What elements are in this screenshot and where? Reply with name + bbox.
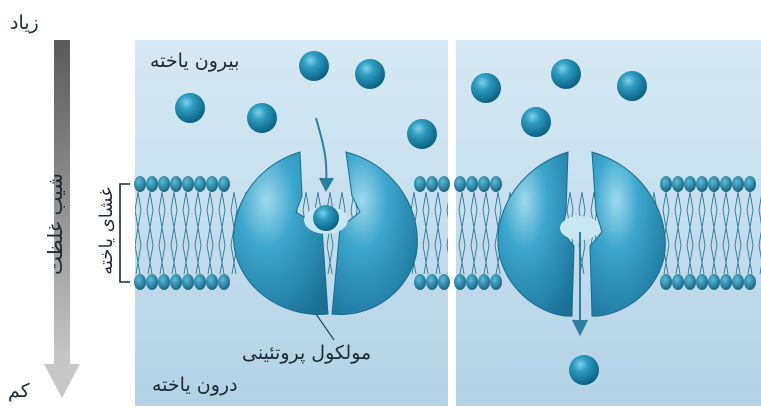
phospholipid-head bbox=[426, 274, 438, 290]
phospholipid-head bbox=[158, 176, 170, 192]
phospholipid-head bbox=[206, 176, 218, 192]
phospholipid-head bbox=[194, 274, 206, 290]
phospholipid-head bbox=[134, 176, 146, 192]
low-label: کم bbox=[8, 382, 30, 401]
molecule-in-channel bbox=[313, 205, 339, 231]
phospholipid-head bbox=[182, 176, 194, 192]
phospholipid-head bbox=[708, 274, 720, 290]
phospholipid-head bbox=[426, 176, 438, 192]
cell-membrane-label: غشای یاخته bbox=[98, 171, 116, 291]
phospholipid-head bbox=[478, 176, 490, 192]
phospholipid-head bbox=[684, 274, 696, 290]
phospholipid-head bbox=[490, 274, 502, 290]
phospholipid-head bbox=[720, 176, 732, 192]
phospholipid-head bbox=[170, 274, 182, 290]
phospholipid-head bbox=[744, 176, 756, 192]
molecule bbox=[407, 119, 437, 149]
phospholipid-head bbox=[478, 274, 490, 290]
molecule bbox=[299, 51, 329, 81]
molecule bbox=[247, 103, 277, 133]
phospholipid-head bbox=[684, 176, 696, 192]
phospholipid-head bbox=[720, 274, 732, 290]
outside-cell-label: بیرون یاخته bbox=[150, 52, 239, 71]
phospholipid-head bbox=[696, 274, 708, 290]
phospholipid-head bbox=[438, 274, 450, 290]
phospholipid-head bbox=[744, 274, 756, 290]
membrane-bracket bbox=[120, 184, 130, 282]
high-label: زیاد bbox=[10, 14, 39, 33]
concentration-gradient-label: شیب غلظت bbox=[45, 144, 65, 304]
molecule bbox=[617, 71, 647, 101]
phospholipid-head bbox=[672, 274, 684, 290]
phospholipid-head bbox=[660, 274, 672, 290]
phospholipid-head bbox=[454, 176, 466, 192]
protein-molecule-label: مولکول پروتئینی bbox=[242, 344, 371, 363]
phospholipid-head bbox=[182, 274, 194, 290]
phospholipid-head bbox=[170, 176, 182, 192]
molecule bbox=[355, 59, 385, 89]
molecule bbox=[551, 59, 581, 89]
phospholipid-head bbox=[218, 274, 230, 290]
phospholipid-head bbox=[696, 176, 708, 192]
phospholipid-head bbox=[158, 274, 170, 290]
phospholipid-head bbox=[194, 176, 206, 192]
phospholipid-head bbox=[454, 274, 466, 290]
molecule bbox=[521, 107, 551, 137]
molecule bbox=[569, 355, 599, 385]
phospholipid-head bbox=[660, 176, 672, 192]
phospholipid-head bbox=[438, 176, 450, 192]
phospholipid-head bbox=[134, 274, 146, 290]
phospholipid-head bbox=[218, 176, 230, 192]
molecule bbox=[175, 93, 205, 123]
phospholipid-head bbox=[466, 274, 478, 290]
phospholipid-head bbox=[732, 274, 744, 290]
phospholipid-head bbox=[708, 176, 720, 192]
phospholipid-head bbox=[146, 176, 158, 192]
phospholipid-head bbox=[466, 176, 478, 192]
molecule bbox=[471, 73, 501, 103]
phospholipid-head bbox=[146, 274, 158, 290]
phospholipid-head bbox=[206, 274, 218, 290]
phospholipid-head bbox=[414, 274, 426, 290]
inside-cell-label: درون یاخته bbox=[152, 376, 238, 395]
phospholipid-head bbox=[490, 176, 502, 192]
phospholipid-head bbox=[732, 176, 744, 192]
phospholipid-head bbox=[414, 176, 426, 192]
phospholipid-head bbox=[672, 176, 684, 192]
